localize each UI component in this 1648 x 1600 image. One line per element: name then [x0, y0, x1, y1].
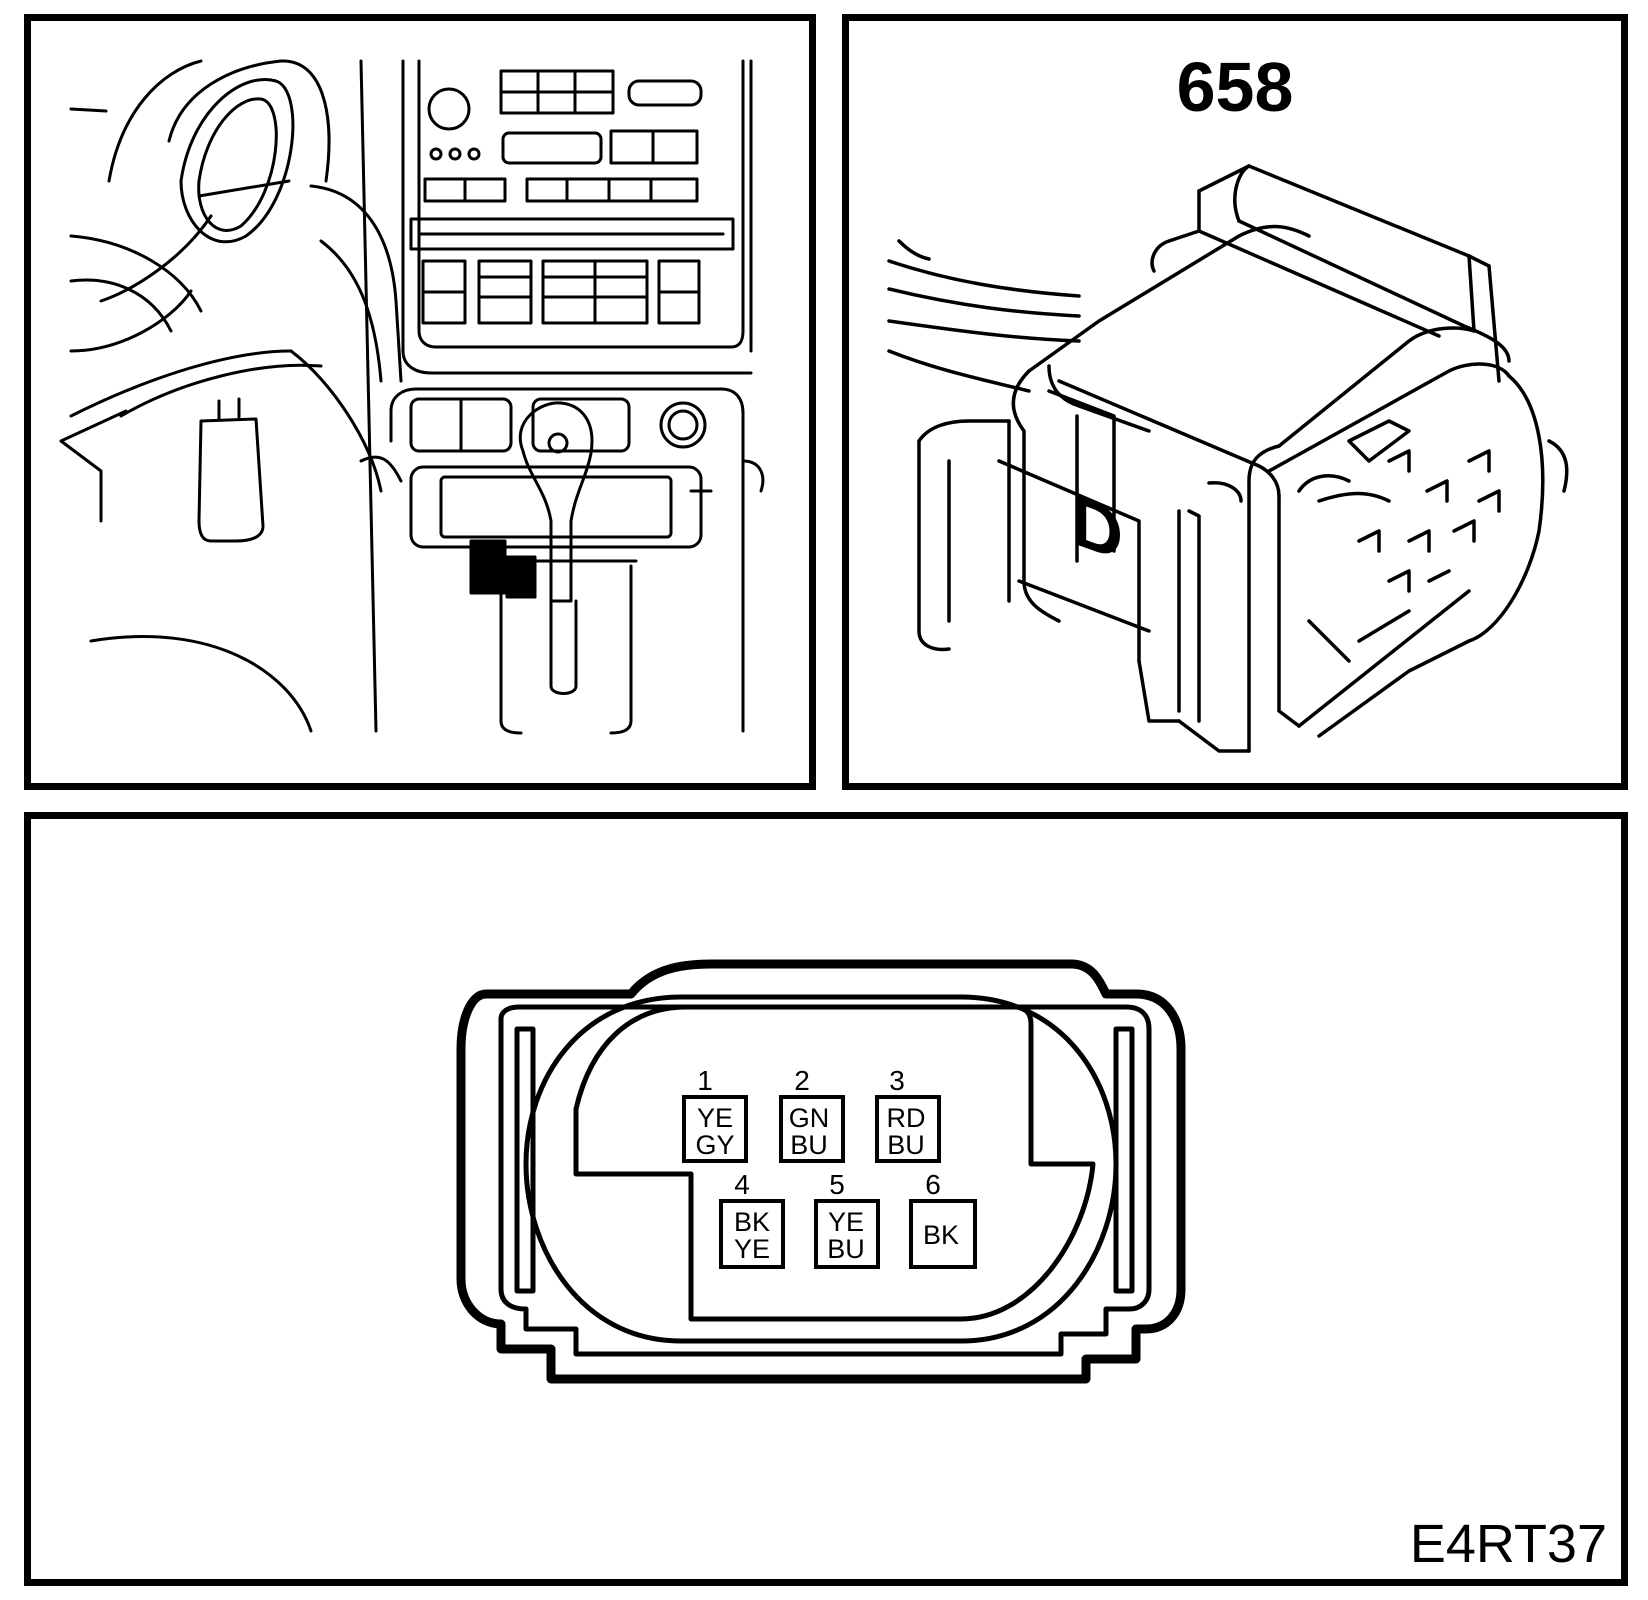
- connector-housing-panel: 658: [842, 14, 1628, 790]
- housing-outline: [456, 959, 1186, 1384]
- pin-wire-stripe-color: BU: [887, 1130, 925, 1160]
- pin-wire-color: RD: [887, 1103, 926, 1133]
- pin-3: 3 RD BU: [875, 1065, 941, 1163]
- pin-cavity-oval: [523, 994, 1119, 1344]
- connector-number: 658: [1176, 48, 1294, 126]
- pin-number: 5: [829, 1169, 845, 1200]
- pin-5: 5 YE BU: [814, 1169, 880, 1269]
- connector-housing-illustration: [887, 164, 1569, 753]
- pin-wire-stripe-color: BU: [790, 1130, 828, 1160]
- pin-wire-stripe-color: YE: [734, 1234, 770, 1264]
- location-view-panel: [24, 14, 816, 790]
- pin-1: 1 YE GY: [682, 1065, 748, 1163]
- connector-face-diagram: 1 YE GY 2 GN BU 3 RD BU 4 BK YE 5: [456, 959, 1186, 1384]
- pin-number: 3: [889, 1065, 905, 1096]
- pin-wire-color: BK: [734, 1207, 770, 1237]
- pin-insert: [573, 1004, 1096, 1322]
- pin-number: 6: [925, 1169, 941, 1200]
- pin-number: 1: [697, 1065, 713, 1096]
- left-rail: [514, 1026, 536, 1294]
- pin-face-panel: 1 YE GY 2 GN BU 3 RD BU 4 BK YE 5: [24, 812, 1628, 1586]
- figure-code: E4RT37: [1409, 1514, 1607, 1574]
- pin-6: 6 BK: [909, 1169, 977, 1269]
- pin-wire-stripe-color: GY: [695, 1130, 734, 1160]
- pin-wire-stripe-color: BU: [827, 1234, 865, 1264]
- housing-inner-outline: [498, 1004, 1152, 1357]
- pin-2: 2 GN BU: [779, 1065, 845, 1163]
- pin-wire-color: BK: [923, 1220, 959, 1250]
- pin-number: 2: [794, 1065, 810, 1096]
- pin-wire-color: GN: [789, 1103, 830, 1133]
- pin-wire-color: YE: [828, 1207, 864, 1237]
- pin-number: 4: [734, 1169, 750, 1200]
- pin-4: 4 BK YE: [719, 1169, 785, 1269]
- pin-wire-color: YE: [697, 1103, 733, 1133]
- dashboard-console-illustration: [59, 59, 765, 735]
